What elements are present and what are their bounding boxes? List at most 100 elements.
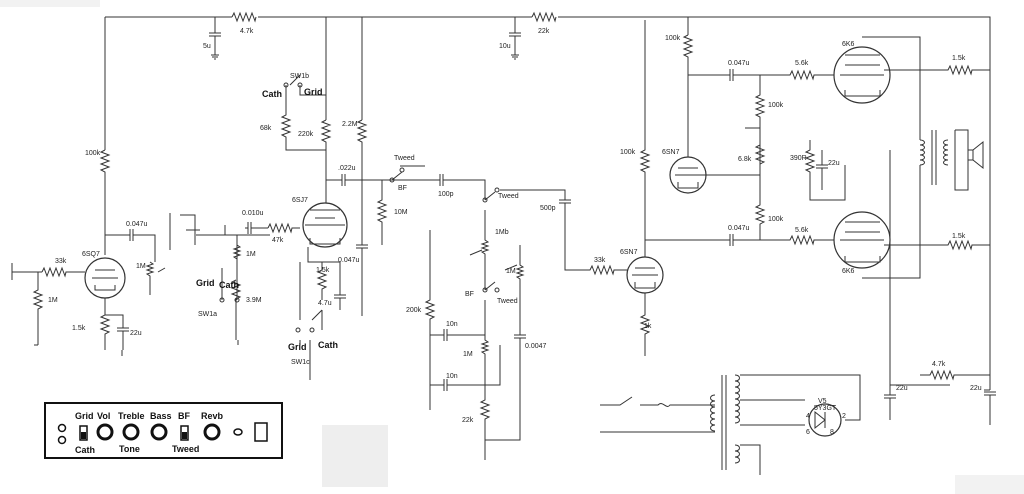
label-bf-b: BF — [465, 291, 474, 298]
grey-patch — [322, 425, 388, 487]
treble-wiper — [469, 249, 483, 256]
panel-bf: BF — [178, 411, 190, 421]
label-1m-c: 1M — [246, 251, 256, 258]
label-0047-b: 0.047u — [126, 221, 148, 228]
label-tweed-c: Tweed — [497, 298, 518, 305]
label-2m2: 2.2M — [342, 121, 358, 128]
bass-knob[interactable] — [150, 423, 168, 441]
resistor-100k-sn7 — [639, 20, 651, 257]
label-00047: 0.0047 — [525, 343, 547, 350]
front-panel: Grid Vol Treble Bass BF Revb Cath Tone T… — [44, 402, 283, 459]
label-100k-d: 100k — [768, 102, 784, 109]
label-10u: 10u — [499, 43, 511, 50]
label-1m-b: 1M — [48, 297, 58, 304]
cathode-1k5-22u — [99, 298, 129, 350]
panel-revb: Revb — [201, 411, 224, 421]
plate-wires — [862, 36, 921, 279]
resistor-10m — [376, 180, 388, 245]
label-33k-a: 33k — [55, 258, 67, 265]
label-grid-c: Grid — [288, 342, 307, 352]
panel-tweed: Tweed — [172, 444, 199, 454]
label-pin4: 4 — [806, 413, 810, 420]
panel-treble: Treble — [118, 411, 145, 421]
label-pin2: 2 — [842, 413, 846, 420]
label-v5: V5 — [818, 398, 827, 405]
label-500p: 500p — [540, 205, 556, 212]
cathode-1k5-47u — [307, 247, 346, 310]
label-0047u-e: 0.047u — [338, 257, 360, 264]
resistor-1k — [639, 293, 651, 350]
tube-6k6-top — [833, 46, 891, 104]
output-transformer — [919, 129, 984, 191]
label-cath-c: Cath — [318, 340, 338, 350]
pot-1mb-treble — [480, 191, 496, 290]
label-5y3gt: 5Y3GT — [814, 405, 837, 412]
pilot-lamp-icon — [233, 428, 243, 436]
label-100k-b: 100k — [85, 150, 101, 157]
label-6sq7: 6SQ7 — [82, 251, 100, 258]
label-6k6-a: 6K6 — [842, 41, 855, 48]
pot-1m-vol — [145, 261, 155, 295]
label-10n-b: 10n — [446, 373, 458, 380]
tube-6sq7 — [84, 257, 126, 299]
resistor-200k — [424, 230, 436, 385]
tube-6k6-bottom — [833, 211, 891, 269]
label-68k: 68k — [260, 125, 272, 132]
coupling-0047-56k-top — [688, 69, 838, 81]
label-100k-c: 100k — [620, 149, 636, 156]
resistor-47k — [267, 222, 300, 234]
label-1k5-a: 1.5k — [952, 55, 966, 62]
label-390r: 390R — [790, 155, 807, 162]
supply-22u-a — [884, 150, 950, 420]
label-6sj7: 6SJ7 — [292, 197, 308, 204]
label-220k: 220k — [298, 131, 314, 138]
input-33k-1m — [11, 263, 85, 345]
label-bf-a: BF — [398, 185, 407, 192]
resistor-4k7-top — [231, 11, 257, 23]
resistor-2m2 — [356, 119, 368, 180]
label-1m-d: 1M — [506, 268, 516, 275]
label-10m: 10M — [394, 209, 408, 216]
label-47k: 47k — [272, 237, 284, 244]
label-1m-a: 1M — [136, 263, 146, 270]
panel-grid: Grid — [75, 411, 94, 421]
label-22u-b: 22u — [130, 330, 142, 337]
label-47u: 4.7u — [318, 300, 332, 307]
screen-1k5 — [884, 64, 990, 251]
bias-divider — [754, 75, 766, 240]
coupling-0047-56k-bot — [645, 234, 838, 246]
label-22k-b: 22k — [462, 417, 474, 424]
resistor-100k-pi — [682, 34, 694, 157]
power-switch[interactable] — [254, 422, 268, 442]
power-transformer — [600, 374, 861, 475]
label-6sn7-a: 6SN7 — [662, 149, 680, 156]
resistor-100k-left — [99, 149, 111, 255]
label-0047-c: 0.047u — [728, 225, 750, 232]
pot-1m-bass-22k — [479, 281, 496, 450]
tube-6sn7-lower — [626, 256, 664, 294]
panel-jack-2-icon[interactable] — [57, 435, 67, 445]
capacitor-5u — [209, 17, 221, 60]
label-1k5-d: 1.5k — [72, 325, 86, 332]
b-plus-rail — [104, 11, 991, 390]
revb-knob[interactable] — [203, 423, 221, 441]
cathode-390r-22u — [804, 140, 846, 201]
label-22k-top: 22k — [538, 28, 550, 35]
treble-knob[interactable] — [122, 423, 140, 441]
vol-knob[interactable] — [96, 423, 114, 441]
label-100k-a: 100k — [665, 35, 681, 42]
label-22u-d: 22u — [970, 385, 982, 392]
panel-jack-1-icon[interactable] — [57, 423, 67, 433]
panel-bass: Bass — [150, 411, 172, 421]
grey-corner — [955, 475, 1024, 494]
grey-strip — [0, 0, 100, 7]
label-sw1c: SW1c — [291, 359, 310, 366]
label-cath-b: Cath — [219, 280, 239, 290]
mid-wiper — [504, 264, 518, 271]
tube-6sj7 — [302, 202, 348, 248]
coupling-0047u-a — [105, 229, 156, 262]
label-3m9: 3.9M — [246, 297, 262, 304]
switch-sw1c — [299, 262, 323, 380]
switch-sw1b — [289, 70, 327, 96]
